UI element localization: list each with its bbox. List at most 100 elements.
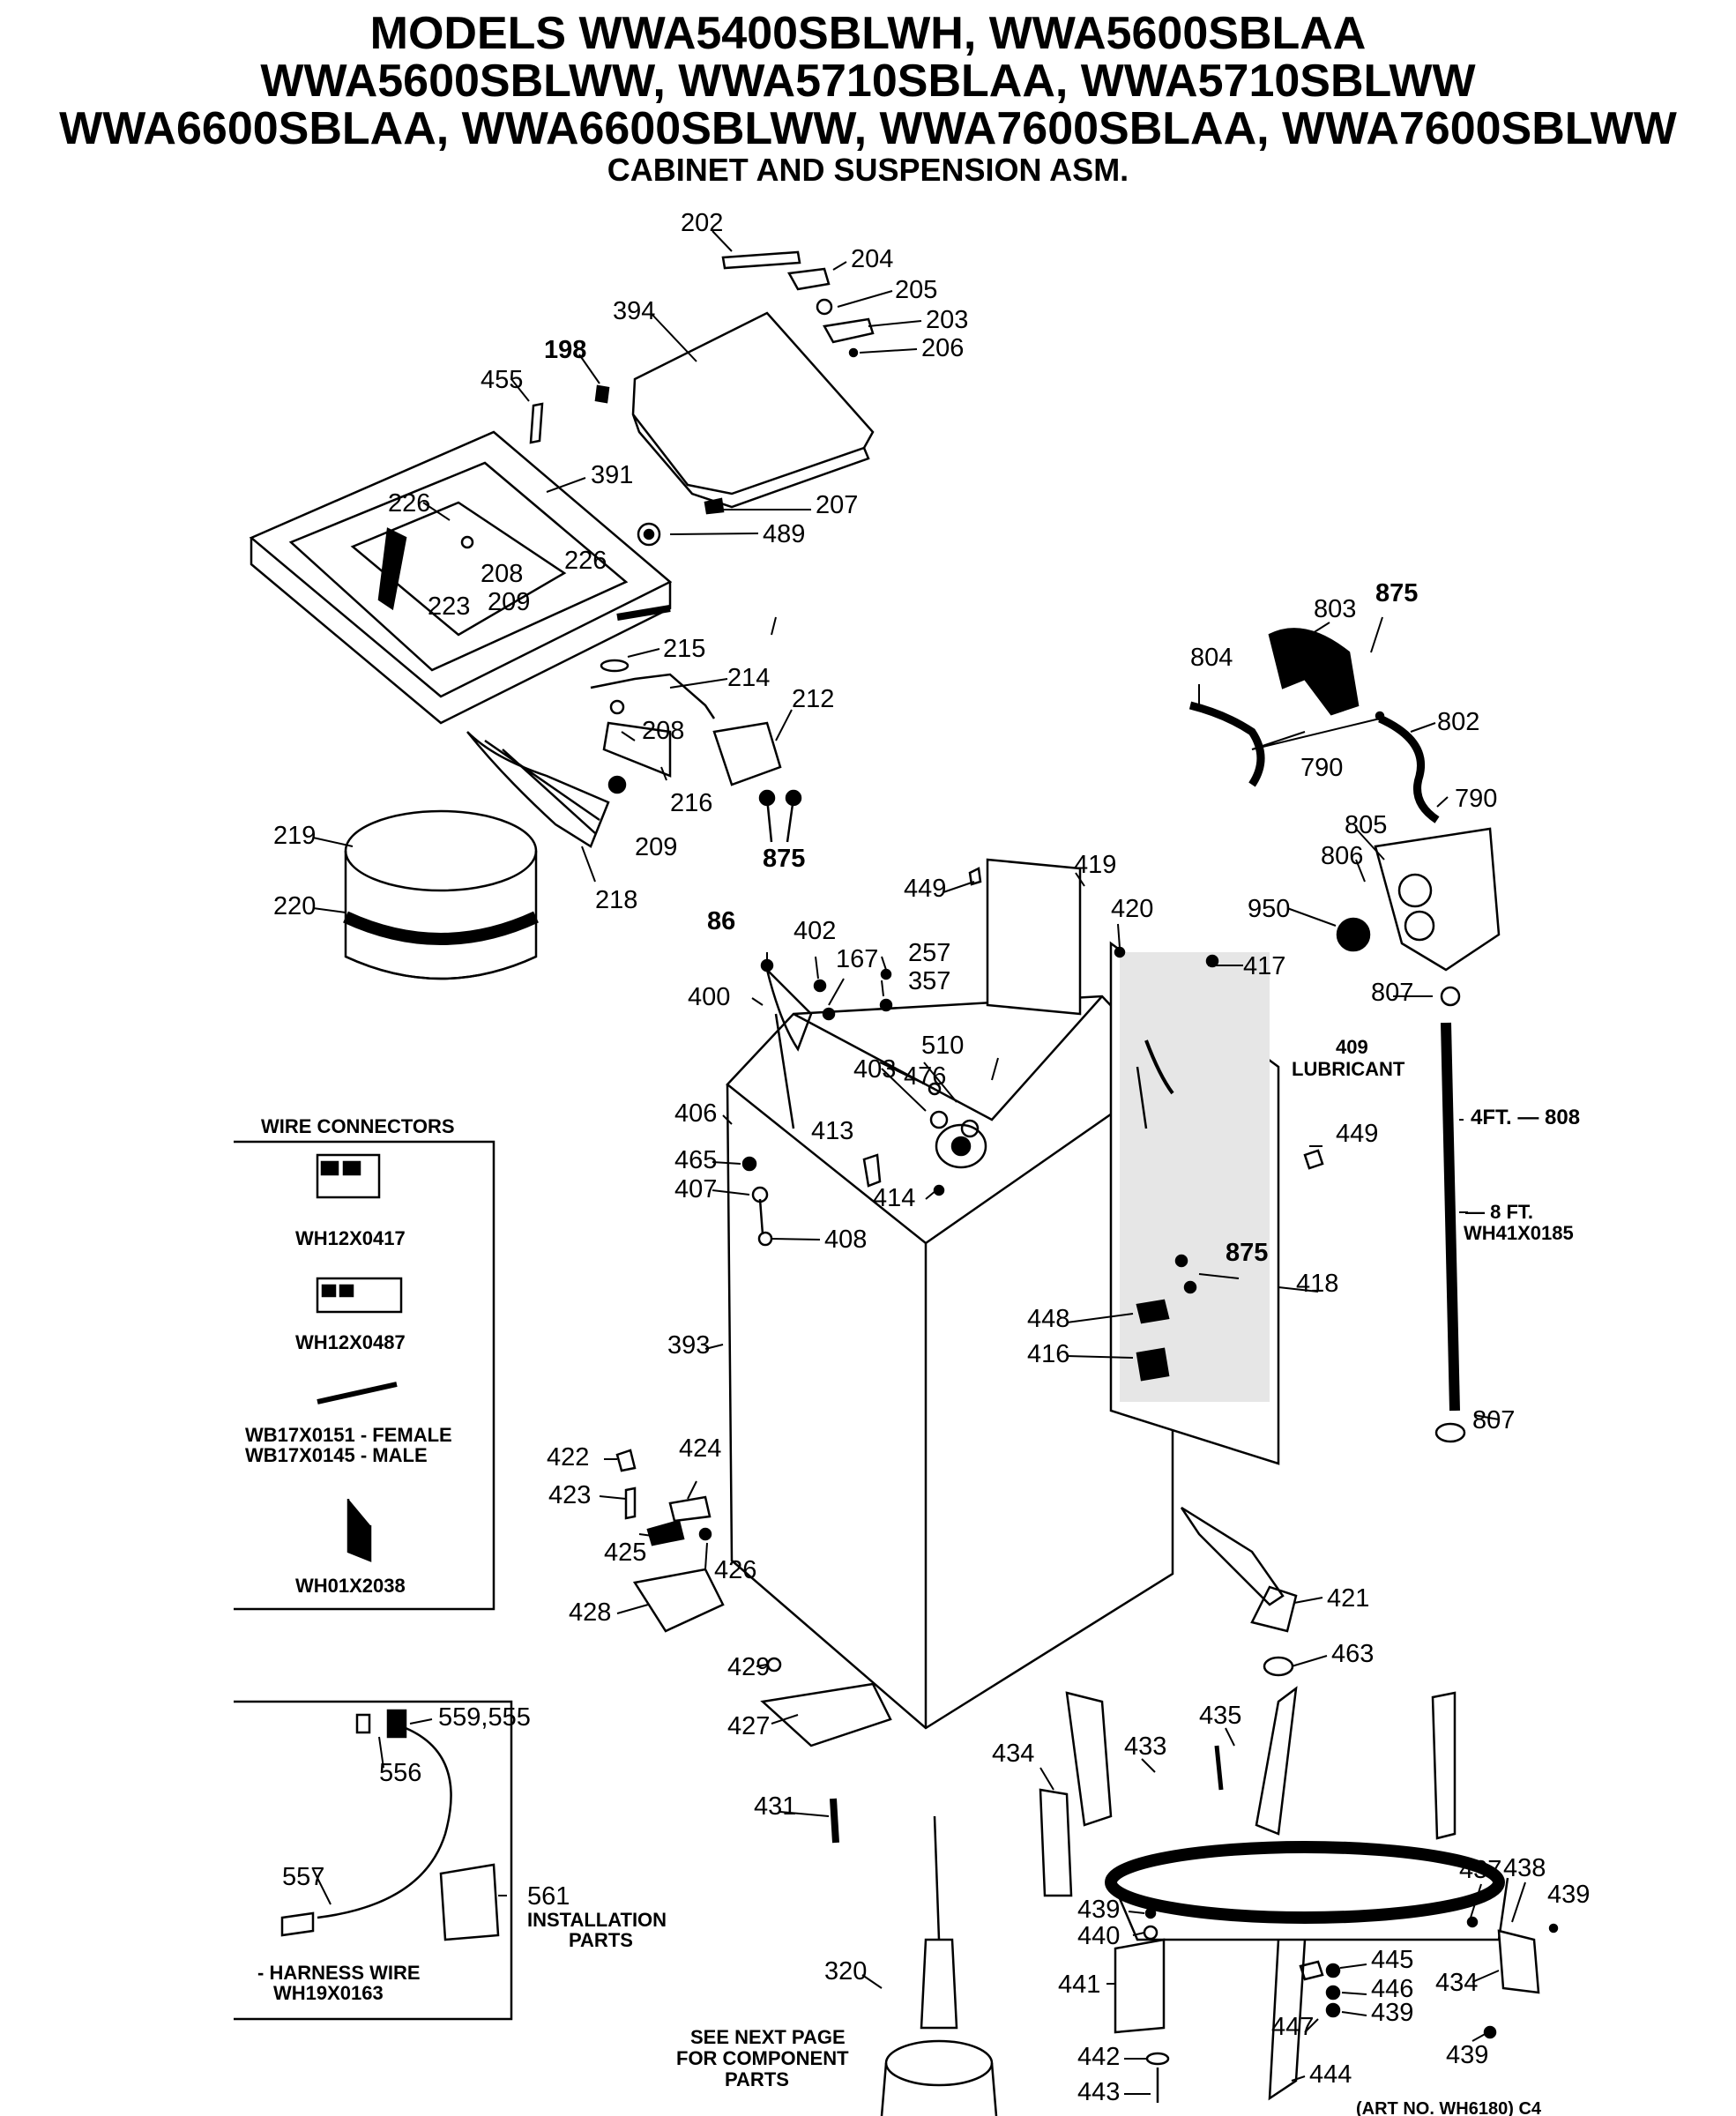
label-790-b: 790 bbox=[1455, 785, 1497, 813]
label-226-b: 226 bbox=[564, 547, 607, 575]
label-557: 557 bbox=[282, 1863, 324, 1891]
lid-hinge-parts bbox=[721, 250, 875, 358]
next-page-note-2: FOR COMPONENT bbox=[676, 2047, 849, 2069]
label-393: 393 bbox=[667, 1331, 710, 1360]
label-443: 443 bbox=[1077, 2078, 1120, 2106]
connector-wb17x0151: WB17X0151 - FEMALE bbox=[245, 1424, 452, 1446]
label-428: 428 bbox=[569, 1598, 611, 1627]
label-442: 442 bbox=[1077, 2043, 1120, 2071]
label-559-555: 559,555 bbox=[438, 1703, 531, 1732]
label-226-a: 226 bbox=[388, 489, 430, 518]
label-426: 426 bbox=[714, 1556, 756, 1584]
label-212: 212 bbox=[792, 685, 834, 713]
label-209-b: 209 bbox=[635, 833, 677, 861]
label-167: 167 bbox=[836, 945, 878, 973]
harness-box bbox=[234, 1700, 513, 2021]
leader-lines bbox=[312, 230, 1526, 2095]
label-413: 413 bbox=[811, 1117, 853, 1145]
label-441: 441 bbox=[1058, 1971, 1100, 1999]
label-875-a: 875 bbox=[763, 845, 805, 873]
label-lubricant: LUBRICANT bbox=[1292, 1058, 1405, 1080]
label-805: 805 bbox=[1345, 811, 1387, 839]
lower-left-parts bbox=[615, 1449, 892, 1844]
label-420: 420 bbox=[1111, 895, 1153, 923]
suspension-assembly bbox=[1039, 1686, 1559, 2103]
harness-wire-label: - HARNESS WIRE bbox=[257, 1962, 421, 1984]
label-215: 215 bbox=[663, 635, 705, 663]
label-208-b: 208 bbox=[642, 717, 684, 745]
label-806: 806 bbox=[1321, 842, 1363, 870]
label-439-c: 439 bbox=[1371, 1999, 1413, 2027]
label-489: 489 bbox=[763, 520, 805, 548]
installation-label: INSTALLATION bbox=[527, 1909, 667, 1931]
label-444: 444 bbox=[1309, 2060, 1352, 2089]
label-205: 205 bbox=[895, 276, 937, 304]
label-419: 419 bbox=[1074, 851, 1116, 879]
label-202: 202 bbox=[681, 209, 723, 237]
label-421: 421 bbox=[1327, 1584, 1369, 1613]
parts-label: PARTS bbox=[569, 1929, 633, 1951]
label-394: 394 bbox=[613, 297, 655, 325]
label-434-b: 434 bbox=[1435, 1969, 1478, 1997]
next-page-note-3: PARTS bbox=[725, 2068, 789, 2090]
label-407: 407 bbox=[674, 1175, 717, 1203]
cabinet-small-parts bbox=[741, 867, 1324, 1382]
label-wh41x0185: WH41X0185 bbox=[1464, 1222, 1574, 1244]
label-803: 803 bbox=[1314, 595, 1356, 623]
label-406: 406 bbox=[674, 1099, 717, 1128]
label-416: 416 bbox=[1027, 1340, 1069, 1368]
label-216: 216 bbox=[670, 789, 712, 817]
base-rails bbox=[1180, 1506, 1298, 1677]
label-391: 391 bbox=[591, 461, 633, 489]
connector-wh01x2038: WH01X2038 bbox=[295, 1575, 406, 1597]
label-440: 440 bbox=[1077, 1922, 1120, 1950]
label-320: 320 bbox=[824, 1957, 867, 1986]
connector-wh12x0487: WH12X0487 bbox=[295, 1331, 406, 1353]
label-446: 446 bbox=[1371, 1975, 1413, 2003]
label-223: 223 bbox=[428, 592, 470, 621]
label-455: 455 bbox=[481, 366, 523, 394]
label-556: 556 bbox=[379, 1759, 421, 1787]
label-425: 425 bbox=[604, 1539, 646, 1567]
label-447: 447 bbox=[1271, 2013, 1314, 2041]
label-409: 409 bbox=[1336, 1036, 1368, 1058]
label-86: 86 bbox=[707, 907, 735, 935]
label-449-b: 449 bbox=[1336, 1120, 1378, 1148]
cabinet-top bbox=[249, 430, 673, 725]
label-408: 408 bbox=[824, 1226, 867, 1254]
label-435: 435 bbox=[1199, 1702, 1241, 1730]
label-804: 804 bbox=[1190, 644, 1233, 672]
label-790-a: 790 bbox=[1300, 754, 1343, 782]
label-8ft: — 8 FT. bbox=[1465, 1201, 1533, 1223]
cabinet-body bbox=[726, 858, 1280, 1730]
label-219: 219 bbox=[273, 822, 316, 850]
label-561: 561 bbox=[527, 1882, 570, 1911]
label-463: 463 bbox=[1331, 1640, 1374, 1668]
title-line-4: CABINET AND SUSPENSION ASM. bbox=[607, 152, 1129, 188]
label-198: 198 bbox=[544, 336, 586, 364]
tub-cover bbox=[343, 731, 610, 980]
label-802: 802 bbox=[1437, 708, 1479, 736]
label-208-a: 208 bbox=[481, 560, 523, 588]
label-510: 510 bbox=[921, 1032, 964, 1060]
label-423: 423 bbox=[548, 1481, 591, 1509]
label-807-a: 807 bbox=[1371, 979, 1413, 1007]
spring-and-bracket bbox=[590, 659, 802, 843]
harness-part-number: WH19X0163 bbox=[273, 1982, 384, 2004]
connector-wb17x0145: WB17X0145 - MALE bbox=[245, 1444, 428, 1466]
label-875-b: 875 bbox=[1375, 579, 1418, 607]
transmission bbox=[880, 1815, 998, 2116]
label-207: 207 bbox=[816, 491, 858, 519]
label-257: 257 bbox=[908, 939, 950, 967]
label-465: 465 bbox=[674, 1146, 717, 1174]
label-439-d: 439 bbox=[1446, 2041, 1488, 2069]
label-422: 422 bbox=[547, 1443, 589, 1472]
label-431: 431 bbox=[754, 1792, 796, 1821]
label-433: 433 bbox=[1124, 1732, 1166, 1761]
label-438: 438 bbox=[1503, 1854, 1546, 1882]
label-449-a: 449 bbox=[904, 875, 946, 903]
label-203: 203 bbox=[926, 306, 968, 334]
label-808: 4FT. — 808 bbox=[1471, 1106, 1580, 1129]
label-429: 429 bbox=[727, 1653, 770, 1681]
